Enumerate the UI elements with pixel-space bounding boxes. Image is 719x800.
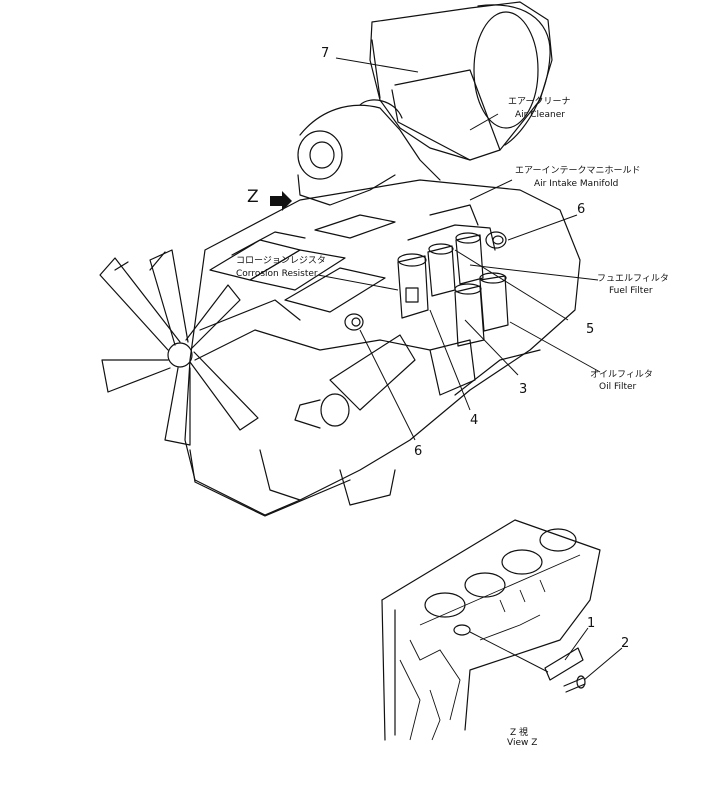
view-z-arrow [270,191,292,211]
corrosion-resistor-label-en: Corrosion Resister [236,269,318,279]
fuel-filter-label-en: Fuel Filter [609,286,653,296]
view-z-marker: Z [247,187,259,207]
view-z-engine-block-drawing [381,519,601,741]
view-z-leader-lines [469,627,623,681]
air-cleaner-label-en: Air Cleaner [515,110,565,120]
callout-6-right: 6 [577,202,585,217]
air-intake-manifold-label-en: Air Intake Manifold [534,179,618,189]
drain-plug-6-right-drawing [485,231,507,249]
air-cleaner-drawing [369,1,553,161]
corrosion-resistor-label-ja: コロージョンレジスタ [236,255,326,266]
bolt-2-drawing [563,675,586,693]
callout-5: 5 [586,322,594,337]
leader-lines [317,57,601,441]
drain-plug-6-left-drawing [344,313,364,331]
engine-block-drawing [184,179,581,517]
oil-filter-label-en: Oil Filter [599,382,637,392]
air-intake-manifold-label-ja: エアーインテークマニホールド [515,165,640,176]
callout-1: 1 [587,616,595,631]
oil-filter-label-ja: オイルフィルタ [590,369,653,380]
callout-4: 4 [470,413,478,428]
callout-3: 3 [519,382,527,397]
turbocharger-drawing [297,99,441,206]
air-cleaner-label-ja: エアークリーナ [508,96,570,107]
callout-7: 7 [321,46,329,61]
cover-gasket-1-drawing [544,647,584,681]
filters-drawing [397,204,509,347]
callout-2: 2 [621,636,629,651]
callout-6-left: 6 [414,444,422,459]
view-z-label-en: View Z [507,738,537,748]
cooling-fan-drawing [99,249,259,446]
view-z-label-ja: Z 視 [510,726,528,738]
fuel-filter-label-ja: フュエルフィルタ [597,273,669,284]
